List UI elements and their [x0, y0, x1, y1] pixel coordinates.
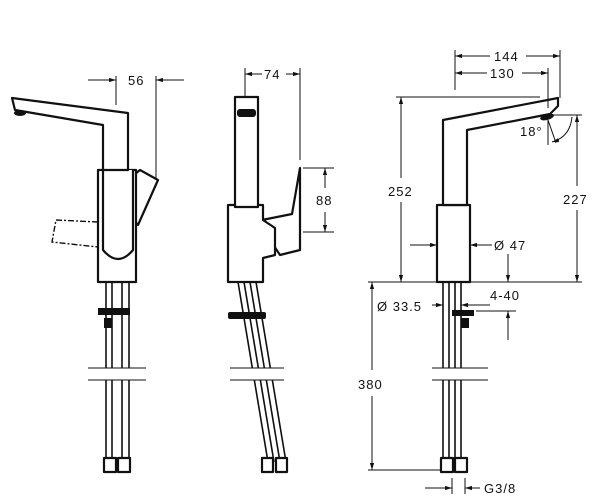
- hose-connectors: [439, 456, 469, 474]
- lever-open-position: [51, 219, 99, 248]
- dimension-connection: G3/8: [425, 478, 516, 496]
- dim-label: 252: [388, 184, 413, 199]
- dimension-counter-thickness: 4-40: [476, 254, 520, 340]
- mounting-flange: [228, 312, 266, 319]
- body: [435, 203, 472, 284]
- dim-label: Ø 47: [494, 238, 526, 253]
- front-view: 56: [10, 73, 184, 474]
- dim-label: 144: [494, 49, 519, 64]
- dim-label: 130: [490, 66, 515, 81]
- break-gap: [88, 368, 146, 380]
- dimension-252: 252: [388, 96, 540, 282]
- break-gap: [230, 368, 284, 380]
- aerator: [237, 109, 256, 117]
- mounting-flange: [452, 310, 474, 316]
- aerator: [540, 113, 554, 121]
- fixing-nut: [461, 318, 469, 328]
- spout-column: [233, 95, 260, 209]
- lever-base: [101, 170, 135, 261]
- dim-label: 56: [128, 73, 144, 88]
- dimension-body-diameter: Ø 47: [410, 238, 526, 253]
- hose-connectors: [260, 456, 289, 474]
- dim-label: 227: [563, 192, 588, 207]
- dim-label: 4-40: [490, 288, 520, 303]
- dimension-88: 88: [303, 167, 334, 233]
- aerator: [14, 110, 26, 116]
- dim-label: 380: [358, 377, 383, 392]
- hose-connectors: [102, 456, 132, 474]
- dim-label: 88: [316, 193, 332, 208]
- dimension-130: 130: [455, 66, 549, 108]
- fixing-nut: [104, 318, 112, 328]
- dimension-144: 144: [454, 49, 561, 98]
- break-gap: [432, 368, 488, 380]
- dimension-spout-angle: 18°: [520, 116, 573, 145]
- dim-label: G3/8: [484, 481, 516, 496]
- right-view: 144 130 252 227 18° Ø: [358, 49, 588, 496]
- spout: [441, 96, 560, 207]
- mounting-flange: [98, 308, 130, 315]
- dimension-hole-diameter: Ø 33.5: [377, 299, 490, 314]
- dimension-227: 227: [552, 114, 588, 282]
- dim-label: 18°: [520, 124, 543, 139]
- dimension-74: 74: [244, 67, 301, 160]
- dimension-56: 56: [88, 73, 184, 180]
- dim-label: Ø 33.5: [377, 299, 422, 314]
- side-view: 74 88: [226, 67, 334, 474]
- dim-label: 74: [264, 67, 280, 82]
- body: [226, 203, 277, 284]
- spout: [10, 96, 130, 172]
- dimension-380: 380: [358, 282, 440, 471]
